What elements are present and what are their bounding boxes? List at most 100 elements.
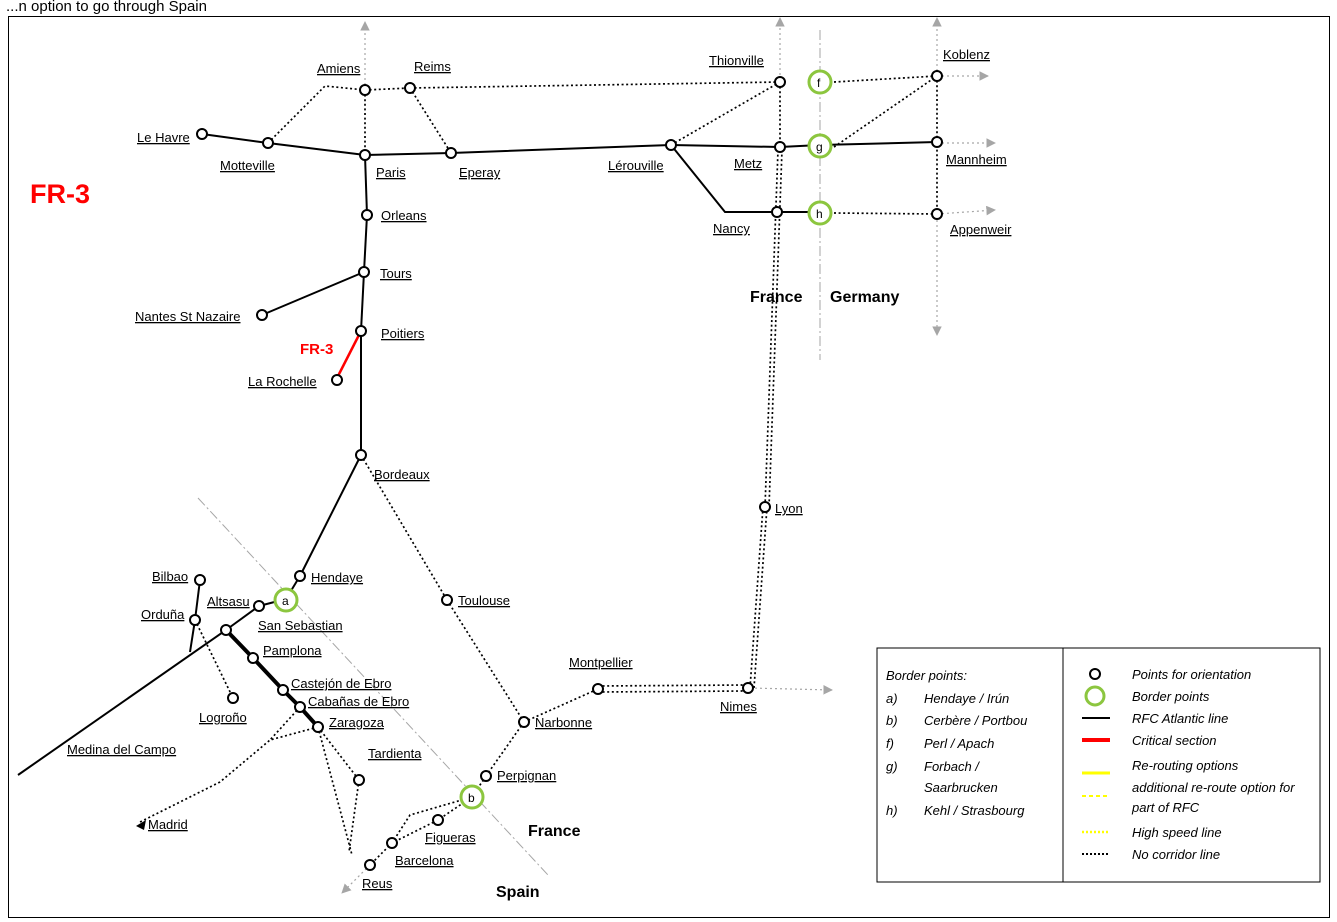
country-france-south: France bbox=[528, 823, 581, 840]
node-altsasu bbox=[253, 600, 265, 612]
legend: Border points: a) Hendaye / Irún b) Cerb… bbox=[876, 647, 1321, 883]
node-amiens bbox=[359, 84, 371, 96]
legend-label-additional2: part of RFC bbox=[1131, 800, 1200, 815]
node-bordeaux bbox=[355, 449, 367, 461]
border-point-h bbox=[807, 200, 833, 226]
node-le-havre bbox=[196, 128, 208, 140]
label-castejon: Castejón de Ebro bbox=[291, 676, 391, 691]
border-point-letters: a b f g h bbox=[282, 76, 823, 805]
label-mannheim: Mannheim bbox=[946, 152, 1007, 167]
node-la-rochelle bbox=[331, 374, 343, 386]
node-montpellier bbox=[592, 683, 604, 695]
legend-label-points: Points for orientation bbox=[1132, 667, 1251, 682]
node-appenweir bbox=[931, 208, 943, 220]
legend-border-heading: Border points: bbox=[886, 668, 967, 683]
label-motteville: Motteville bbox=[220, 158, 275, 173]
label-lerouville: Lérouville bbox=[608, 158, 664, 173]
label-nancy: Nancy bbox=[713, 221, 750, 236]
station-labels: Amiens Reims Thionville Koblenz Le Havre… bbox=[67, 47, 1012, 891]
madrid-arrow-icon bbox=[136, 820, 146, 830]
country-spain: Spain bbox=[496, 884, 540, 901]
legend-key-f: f) bbox=[886, 736, 894, 751]
country-germany: Germany bbox=[830, 289, 899, 306]
label-poitiers: Poitiers bbox=[381, 326, 425, 341]
label-toulouse: Toulouse bbox=[458, 593, 510, 608]
legend-label-border: Border points bbox=[1132, 689, 1210, 704]
node-perpignan bbox=[480, 770, 492, 782]
border-point-b bbox=[459, 784, 485, 810]
country-france-north: France bbox=[750, 289, 803, 306]
node-lerouville bbox=[665, 139, 677, 151]
border-letter-h: h bbox=[816, 207, 823, 221]
border-point-f bbox=[807, 69, 833, 95]
node-orduna bbox=[189, 614, 201, 626]
legend-label-rfc: RFC Atlantic line bbox=[1132, 711, 1228, 726]
node-barcelona bbox=[386, 837, 398, 849]
label-nantes: Nantes St Nazaire bbox=[135, 309, 241, 324]
border-letter-g: g bbox=[816, 140, 823, 154]
node-zaragoza bbox=[312, 721, 324, 733]
label-le-havre: Le Havre bbox=[137, 130, 190, 145]
critical-section-line bbox=[335, 330, 363, 379]
border-letter-f: f bbox=[817, 76, 821, 90]
node-reus bbox=[364, 859, 376, 871]
label-bordeaux: Bordeaux bbox=[374, 467, 430, 482]
border-points bbox=[273, 69, 833, 810]
label-altsasu: Altsasu bbox=[207, 594, 250, 609]
critical-section-label: FR-3 bbox=[300, 341, 333, 358]
label-cabanas: Cabañas de Ebro bbox=[308, 694, 409, 709]
label-koblenz: Koblenz bbox=[943, 47, 990, 62]
node-reims bbox=[404, 82, 416, 94]
node-tardienta bbox=[353, 774, 365, 786]
label-reims: Reims bbox=[414, 59, 451, 74]
node-koblenz bbox=[931, 70, 943, 82]
node-poitiers bbox=[355, 325, 367, 337]
diagram-title: FR-3 bbox=[30, 179, 90, 209]
node-toulouse bbox=[441, 594, 453, 606]
node-eperay bbox=[445, 147, 457, 159]
cropped-caption: ...n option to go through Spain bbox=[6, 0, 207, 15]
label-orduna: Orduña bbox=[141, 607, 185, 622]
border-point-a bbox=[273, 587, 299, 613]
country-border-lines bbox=[197, 30, 821, 876]
node-thionville bbox=[774, 76, 786, 88]
border-letter-b: b bbox=[468, 791, 475, 805]
legend-key-a: a) bbox=[886, 691, 898, 706]
legend-text-f: Perl / Apach bbox=[924, 736, 994, 751]
border-point-g bbox=[807, 133, 833, 159]
legend-text-b: Cerbère / Portbou bbox=[924, 713, 1027, 728]
label-logrono: Logroño bbox=[199, 710, 247, 725]
legend-border-icon bbox=[1084, 685, 1106, 707]
label-san-sebastian: San Sebastian bbox=[258, 618, 343, 633]
node-motteville bbox=[262, 137, 274, 149]
node-lyon bbox=[759, 501, 771, 513]
node-tours bbox=[358, 266, 370, 278]
node-mannheim bbox=[931, 136, 943, 148]
node-narbonne bbox=[518, 716, 530, 728]
rfc-atlantic-lines bbox=[17, 133, 938, 776]
label-nimes: Nimes bbox=[720, 699, 757, 714]
label-madrid: Madrid bbox=[148, 817, 188, 832]
node-nimes bbox=[742, 682, 754, 694]
node-pamplona bbox=[247, 652, 259, 664]
label-tours: Tours bbox=[380, 266, 412, 281]
label-la-rochelle: La Rochelle bbox=[248, 374, 317, 389]
label-medina: Medina del Campo bbox=[67, 742, 176, 757]
station-points bbox=[189, 70, 943, 871]
label-appenweir: Appenweir bbox=[950, 222, 1012, 237]
node-junction bbox=[220, 624, 232, 636]
legend-text-a: Hendaye / Irún bbox=[924, 691, 1009, 706]
legend-text-h: Kehl / Strasbourg bbox=[924, 803, 1025, 818]
legend-label-reroute: Re-routing options bbox=[1132, 758, 1239, 773]
label-narbonne: Narbonne bbox=[535, 715, 592, 730]
legend-key-b: b) bbox=[886, 713, 898, 728]
label-lyon: Lyon bbox=[775, 501, 803, 516]
node-nancy bbox=[771, 206, 783, 218]
label-zaragoza: Zaragoza bbox=[329, 715, 385, 730]
node-orleans bbox=[361, 209, 373, 221]
node-cabanas bbox=[294, 701, 306, 713]
legend-point-icon bbox=[1089, 668, 1101, 680]
label-pamplona: Pamplona bbox=[263, 643, 322, 658]
label-barcelona: Barcelona bbox=[395, 853, 454, 868]
